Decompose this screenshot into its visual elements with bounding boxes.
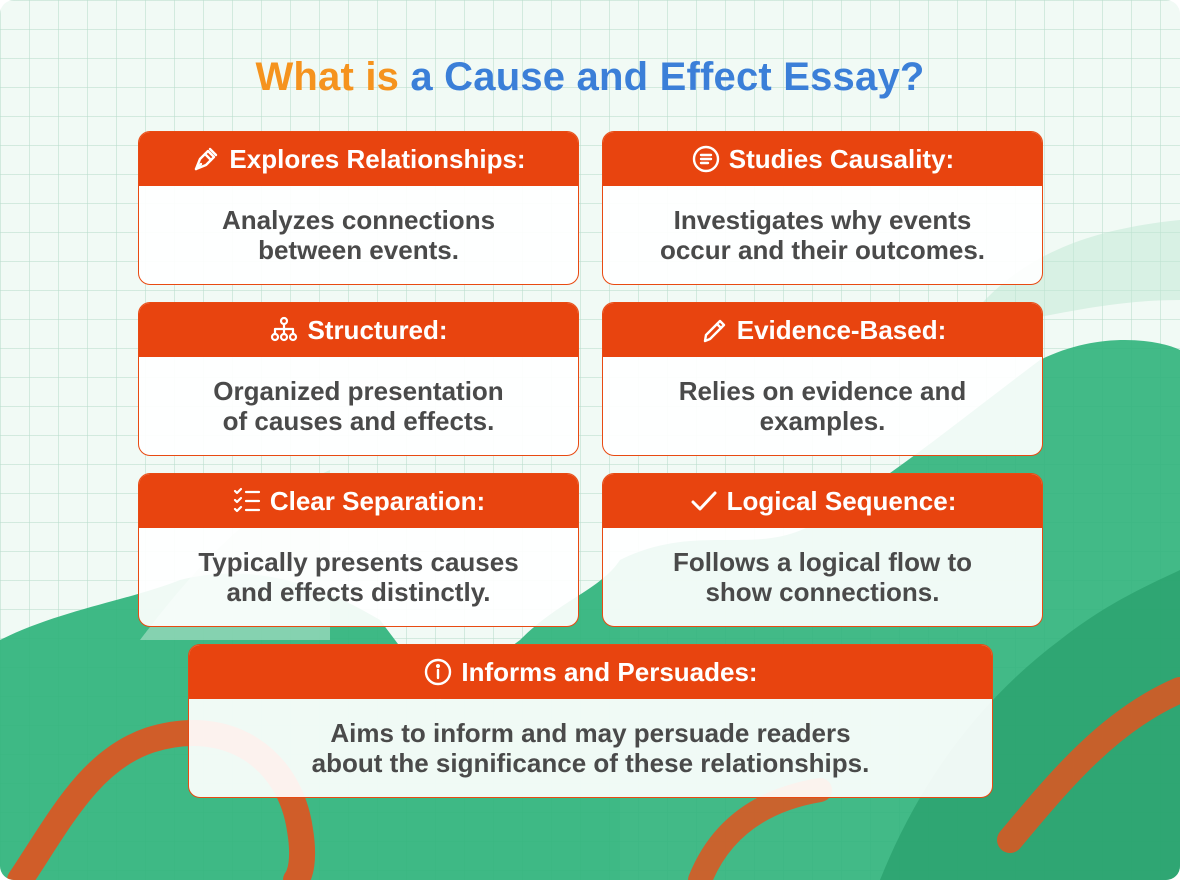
- card-heading: Evidence-Based:: [736, 314, 947, 345]
- card-heading: Clear Separation:: [269, 485, 486, 516]
- description-line: examples.: [759, 406, 886, 436]
- description-line: Typically presents causes: [198, 547, 519, 577]
- pencil-icon: [699, 315, 729, 345]
- card-description: Investigates why events occur and their …: [603, 186, 1042, 284]
- card-description: Analyzes connections between events.: [139, 186, 578, 284]
- description-line: and effects distinctly.: [226, 577, 491, 607]
- card-description: Organized presentation of causes and eff…: [139, 357, 578, 455]
- description-line: between events.: [258, 235, 459, 265]
- title-part-what-is: What is: [255, 55, 400, 99]
- card-heading: Logical Sequence:: [726, 485, 957, 516]
- page-title: What is a Cause and Effect Essay?: [0, 52, 1180, 102]
- card-header: Logical Sequence:: [603, 474, 1042, 528]
- description-line: occur and their outcomes.: [659, 235, 986, 265]
- card-heading: Informs and Persuades:: [461, 656, 758, 687]
- description-line: show connections.: [705, 577, 940, 607]
- card-header: Studies Causality:: [603, 132, 1042, 186]
- card-heading: Explores Relationships:: [229, 143, 526, 174]
- card-structured: Structured: Organized presentation of ca…: [138, 302, 579, 456]
- pencil-tip-icon: [191, 144, 221, 174]
- card-logical-sequence: Logical Sequence: Follows a logical flow…: [602, 473, 1043, 627]
- card-header: Structured:: [139, 303, 578, 357]
- card-description: Relies on evidence and examples.: [603, 357, 1042, 455]
- card-description: Aims to inform and may persuade readers …: [189, 699, 992, 797]
- card-heading: Studies Causality:: [728, 143, 955, 174]
- card-header: Clear Separation:: [139, 474, 578, 528]
- card-header: Evidence-Based:: [603, 303, 1042, 357]
- hierarchy-icon: [269, 315, 299, 345]
- description-line: about the significance of these relation…: [311, 748, 870, 778]
- card-clear-separation: Clear Separation: Typically presents cau…: [138, 473, 579, 627]
- description-line: Analyzes connections: [221, 205, 496, 235]
- card-heading: Structured:: [307, 314, 448, 345]
- card-informs-and-persuades: Informs and Persuades: Aims to inform an…: [188, 644, 993, 798]
- info-icon: [423, 657, 453, 687]
- description-line: of causes and effects.: [222, 406, 495, 436]
- checkmark-icon: [689, 486, 719, 516]
- title-part-essay: a Cause and Effect Essay?: [410, 55, 925, 99]
- document-circle-icon: [691, 144, 721, 174]
- card-explores-relationships: Explores Relationships: Analyzes connect…: [138, 131, 579, 285]
- description-line: Organized presentation: [213, 376, 504, 406]
- card-header: Informs and Persuades:: [189, 645, 992, 699]
- card-header: Explores Relationships:: [139, 132, 578, 186]
- description-line: Follows a logical flow to: [672, 547, 972, 577]
- description-line: Investigates why events: [673, 205, 972, 235]
- checklist-icon: [232, 486, 262, 516]
- description-line: Aims to inform and may persuade readers: [330, 718, 851, 748]
- card-studies-causality: Studies Causality: Investigates why even…: [602, 131, 1043, 285]
- card-evidence-based: Evidence-Based: Relies on evidence and e…: [602, 302, 1043, 456]
- description-line: Relies on evidence and: [678, 376, 967, 406]
- card-description: Follows a logical flow to show connectio…: [603, 528, 1042, 626]
- card-description: Typically presents causes and effects di…: [139, 528, 578, 626]
